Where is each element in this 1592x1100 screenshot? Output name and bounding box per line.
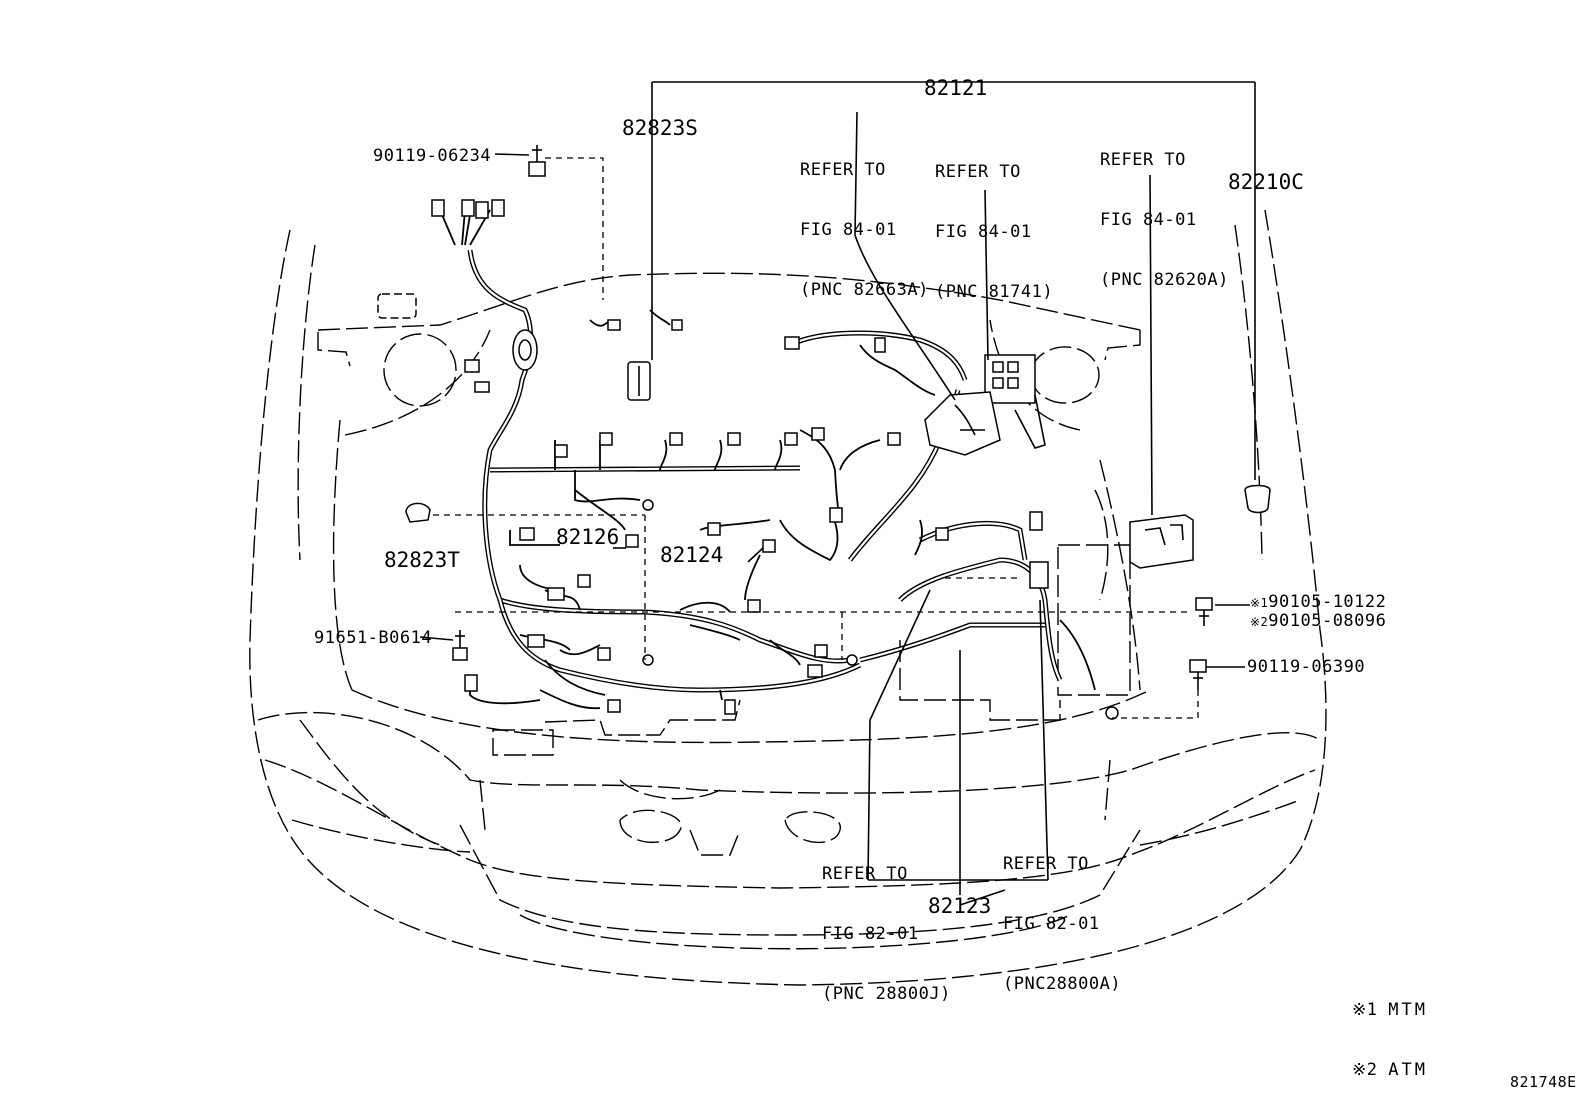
part-90105-10122: 90105-10122 bbox=[1268, 592, 1387, 612]
part-90105-08096: 90105-08096 bbox=[1268, 611, 1387, 631]
ref-line-1: REFER TO bbox=[822, 864, 908, 884]
legend-text-mtm: MTM bbox=[1388, 1000, 1428, 1020]
ref-line-1: REFER TO bbox=[800, 160, 886, 180]
ref-line-2: FIG 84-01 bbox=[935, 222, 1032, 242]
battery-outline bbox=[377, 293, 417, 319]
legend-mark-2: ※2 bbox=[1352, 1060, 1378, 1080]
ref-pnc-28800a: REFER TO FIG 82-01 (PNC28800A) bbox=[1003, 814, 1121, 1014]
grommet-82823t bbox=[405, 502, 431, 523]
ecu-box bbox=[1129, 514, 1194, 569]
legend: ※1 MTM ※2 ATM bbox=[1352, 960, 1428, 1100]
bolt-90119-06234 bbox=[528, 145, 546, 177]
ref-line-3: (PNC28800A) bbox=[1003, 974, 1122, 994]
legend-text-atm: ATM bbox=[1388, 1060, 1428, 1080]
ref-line-2: FIG 82-01 bbox=[822, 924, 919, 944]
leader-lines bbox=[419, 81, 1256, 906]
ref-line-3: (PNC 81741) bbox=[935, 282, 1054, 302]
label-82121: 82121 bbox=[924, 76, 988, 100]
ref-pnc-81741: REFER TO FIG 84-01 (PNC 81741) bbox=[935, 122, 1053, 322]
vehicle-body-outline bbox=[249, 209, 1327, 986]
label-90119-06390: 90119-06390 bbox=[1247, 657, 1366, 677]
ref-line-2: FIG 84-01 bbox=[1100, 210, 1197, 230]
figure-code: 821748E bbox=[1510, 1073, 1577, 1091]
marker-1: ※1 bbox=[1250, 596, 1269, 610]
label-82126: 82126 bbox=[556, 525, 620, 549]
bolt-90119-06390 bbox=[1189, 659, 1207, 690]
legend-mark-1: ※1 bbox=[1352, 1000, 1378, 1020]
ref-line-3: (PNC 82620A) bbox=[1100, 270, 1229, 290]
label-82823s: 82823S bbox=[622, 116, 698, 140]
clip-82210c bbox=[1244, 484, 1271, 514]
ref-line-1: REFER TO bbox=[935, 162, 1021, 182]
label-82210c: 82210C bbox=[1228, 170, 1304, 194]
ref-line-1: REFER TO bbox=[1100, 150, 1186, 170]
ref-line-1: REFER TO bbox=[1003, 854, 1089, 874]
ref-line-3: (PNC 82663A) bbox=[800, 280, 929, 300]
label-82123: 82123 bbox=[928, 894, 992, 918]
label-90119-06234: 90119-06234 bbox=[373, 146, 492, 166]
bolt-91651-b0614 bbox=[452, 630, 468, 661]
label-90105-08096: ※290105-08096 bbox=[1250, 611, 1386, 632]
clamp-82823s bbox=[627, 361, 651, 401]
label-91651-b0614: 91651-B0614 bbox=[314, 628, 433, 648]
label-82823t: 82823T bbox=[384, 548, 460, 572]
relay-block bbox=[924, 354, 1046, 456]
marker-2: ※2 bbox=[1250, 615, 1269, 629]
legend-item-mtm: ※1 MTM bbox=[1352, 1000, 1428, 1020]
ref-line-3: (PNC 28800J) bbox=[822, 984, 951, 1004]
ref-line-2: FIG 82-01 bbox=[1003, 914, 1100, 934]
legend-item-atm: ※2 ATM bbox=[1352, 1060, 1428, 1080]
ref-pnc-28800j: REFER TO FIG 82-01 (PNC 28800J) bbox=[822, 824, 951, 1024]
ref-pnc-82620a: REFER TO FIG 84-01 (PNC 82620A) bbox=[1100, 110, 1229, 310]
ref-pnc-82663a: REFER TO FIG 84-01 (PNC 82663A) bbox=[800, 120, 929, 320]
label-90105-10122: ※190105-10122 bbox=[1250, 592, 1386, 613]
ref-line-2: FIG 84-01 bbox=[800, 220, 897, 240]
label-82124: 82124 bbox=[660, 543, 724, 567]
bolt-90105 bbox=[1195, 597, 1213, 626]
